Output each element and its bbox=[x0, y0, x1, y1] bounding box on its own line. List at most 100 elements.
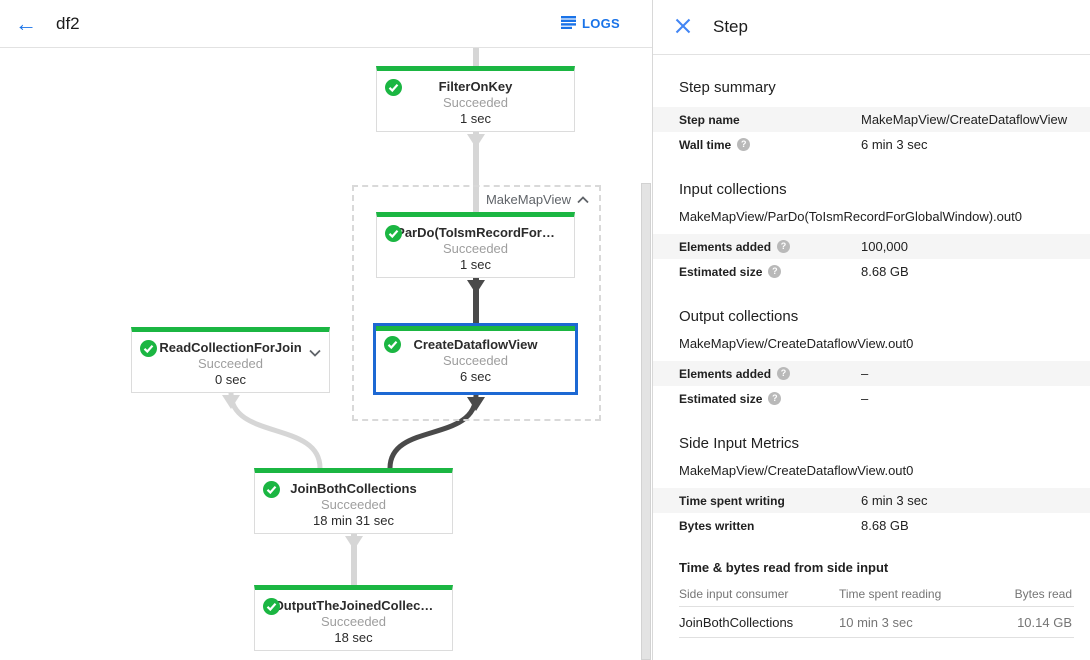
node-time: 6 sec bbox=[459, 369, 492, 384]
help-icon[interactable]: ? bbox=[768, 392, 782, 405]
node-title: OutputTheJoinedCollec… bbox=[273, 598, 434, 613]
back-button[interactable]: ← bbox=[6, 4, 46, 44]
node-status: Succeeded bbox=[442, 353, 509, 368]
output-collection-name: MakeMapView/CreateDataflowView.out0 bbox=[679, 336, 914, 351]
section-heading-step-summary: Step summary bbox=[679, 79, 776, 96]
group-label: MakeMapView bbox=[485, 192, 571, 207]
section-heading-input-collections: Input collections bbox=[679, 181, 787, 198]
node-time: 1 sec bbox=[459, 257, 492, 272]
panel-body: Step summary Step name MakeMapView/Creat… bbox=[653, 79, 1090, 638]
kv-row-elements-added: Elements added? – bbox=[653, 361, 1090, 386]
node-time: 1 sec bbox=[459, 111, 492, 126]
node-status: Succeeded bbox=[320, 497, 387, 512]
cell-time: 10 min 3 sec bbox=[839, 614, 913, 630]
collapse-chevron-icon bbox=[577, 192, 589, 207]
node-title: ReadCollectionForJoin bbox=[159, 340, 302, 355]
kv-label-text: Estimated size bbox=[679, 264, 763, 279]
kv-row-step-name: Step name MakeMapView/CreateDataflowView bbox=[653, 107, 1090, 132]
panel-divider bbox=[652, 0, 653, 660]
group-makemapview-toggle[interactable]: MakeMapView bbox=[486, 192, 589, 207]
kv-label-text: Step name bbox=[679, 112, 740, 127]
node-status: Succeeded bbox=[442, 95, 509, 110]
kv-label-text: Elements added bbox=[679, 239, 772, 254]
input-collection-name: MakeMapView/ParDo(ToIsmRecordForGlobalWi… bbox=[679, 209, 1022, 224]
kv-label-text: Time spent writing bbox=[679, 493, 785, 508]
table-row-joinbothcollections: JoinBothCollections 10 min 3 sec 10.14 G… bbox=[679, 607, 1074, 638]
success-check-icon bbox=[263, 481, 280, 503]
node-status: Succeeded bbox=[320, 614, 387, 629]
side-input-table-heading: Time & bytes read from side input bbox=[679, 560, 889, 575]
job-title: df2 bbox=[56, 13, 80, 33]
side-input-metrics-rows: Time spent writing 6 min 3 sec Bytes wri… bbox=[653, 488, 1090, 538]
kv-value-bytes-written: 8.68 GB bbox=[861, 518, 909, 533]
cell-bytes: 10.14 GB bbox=[1017, 614, 1072, 630]
kv-value-estimated-size: – bbox=[861, 391, 869, 406]
group-makemapview: MakeMapView bbox=[352, 185, 601, 421]
kv-label-text: Wall time bbox=[679, 137, 732, 152]
node-pardo-toismrecord[interactable]: ParDo(ToIsmRecordFor… Succeeded 1 sec bbox=[376, 212, 575, 278]
kv-value-elements-added: 100,000 bbox=[861, 239, 908, 254]
toolbar: ← df2 LOGS bbox=[0, 0, 652, 48]
kv-value-time-spent-writing: 6 min 3 sec bbox=[861, 493, 928, 508]
panel-title: Step bbox=[713, 17, 748, 36]
output-collections-rows: Elements added? – Estimated size? – bbox=[653, 361, 1090, 411]
expand-chevron-icon[interactable] bbox=[309, 344, 321, 362]
logs-button[interactable]: LOGS bbox=[560, 15, 620, 32]
node-time: 18 min 31 sec bbox=[313, 513, 394, 528]
help-icon[interactable]: ? bbox=[777, 367, 791, 380]
node-createdataflowview[interactable]: CreateDataflowView Succeeded 6 sec bbox=[373, 323, 578, 395]
side-input-table: Side input consumer Time spent reading B… bbox=[679, 581, 1074, 638]
pipeline-graph: MakeMapView FilterOnKey Succeeded 1 sec … bbox=[0, 48, 652, 660]
section-heading-output-collections: Output collections bbox=[679, 308, 799, 325]
success-check-icon bbox=[384, 336, 401, 358]
side-input-collection-name: MakeMapView/CreateDataflowView.out0 bbox=[679, 463, 914, 478]
kv-label-text: Elements added bbox=[679, 366, 772, 381]
col-header-time: Time spent reading bbox=[839, 586, 942, 601]
help-icon[interactable]: ? bbox=[768, 265, 782, 278]
kv-label-text: Estimated size bbox=[679, 391, 763, 406]
kv-row-time-spent-writing: Time spent writing 6 min 3 sec bbox=[653, 488, 1090, 513]
side-input-table-header: Side input consumer Time spent reading B… bbox=[679, 581, 1074, 607]
kv-label-text: Bytes written bbox=[679, 518, 755, 533]
kv-row-bytes-written: Bytes written 8.68 GB bbox=[653, 513, 1090, 538]
node-time: 0 sec bbox=[214, 372, 247, 387]
success-check-icon bbox=[263, 598, 280, 620]
close-panel-button[interactable] bbox=[665, 9, 701, 45]
graph-edges bbox=[222, 48, 485, 585]
section-heading-side-input-metrics: Side Input Metrics bbox=[679, 435, 800, 452]
kv-value-estimated-size: 8.68 GB bbox=[861, 264, 909, 279]
graph-scrollbar-thumb[interactable] bbox=[641, 183, 651, 660]
col-header-bytes: Bytes read bbox=[1014, 586, 1072, 601]
node-readcollectionforjoin[interactable]: ReadCollectionForJoin Succeeded 0 sec bbox=[131, 327, 330, 393]
logs-label: LOGS bbox=[581, 16, 620, 31]
kv-row-estimated-size: Estimated size? – bbox=[653, 386, 1090, 411]
node-title: CreateDataflowView bbox=[413, 337, 538, 352]
node-outputthejoinedcollection[interactable]: OutputTheJoinedCollec… Succeeded 18 sec bbox=[254, 585, 453, 651]
kv-row-elements-added: Elements added? 100,000 bbox=[653, 234, 1090, 259]
success-check-icon bbox=[140, 340, 157, 362]
success-check-icon bbox=[385, 79, 402, 101]
node-status-bar bbox=[376, 326, 575, 331]
col-header-consumer: Side input consumer bbox=[679, 586, 789, 601]
cell-consumer: JoinBothCollections bbox=[679, 614, 794, 630]
kv-value-wall-time: 6 min 3 sec bbox=[861, 137, 928, 152]
node-filteronkey[interactable]: FilterOnKey Succeeded 1 sec bbox=[376, 66, 575, 132]
node-joinbothcollections[interactable]: JoinBothCollections Succeeded 18 min 31 … bbox=[254, 468, 453, 534]
node-status: Succeeded bbox=[442, 241, 509, 256]
success-check-icon bbox=[385, 225, 402, 247]
input-collections-rows: Elements added? 100,000 Estimated size? … bbox=[653, 234, 1090, 284]
logs-list-icon bbox=[560, 15, 576, 32]
help-icon[interactable]: ? bbox=[737, 138, 751, 151]
kv-value-step-name: MakeMapView/CreateDataflowView bbox=[861, 112, 1068, 127]
node-title: FilterOnKey bbox=[438, 79, 513, 94]
back-arrow-icon: ← bbox=[15, 10, 37, 36]
panel-header: Step bbox=[653, 0, 1090, 55]
step-summary-rows: Step name MakeMapView/CreateDataflowView… bbox=[653, 107, 1090, 157]
kv-value-elements-added: – bbox=[861, 366, 869, 381]
help-icon[interactable]: ? bbox=[777, 240, 791, 253]
step-details-panel: Step Step summary Step name MakeMapView/… bbox=[653, 0, 1090, 660]
node-status: Succeeded bbox=[197, 356, 264, 371]
kv-row-wall-time: Wall time? 6 min 3 sec bbox=[653, 132, 1090, 157]
kv-row-estimated-size: Estimated size? 8.68 GB bbox=[653, 259, 1090, 284]
